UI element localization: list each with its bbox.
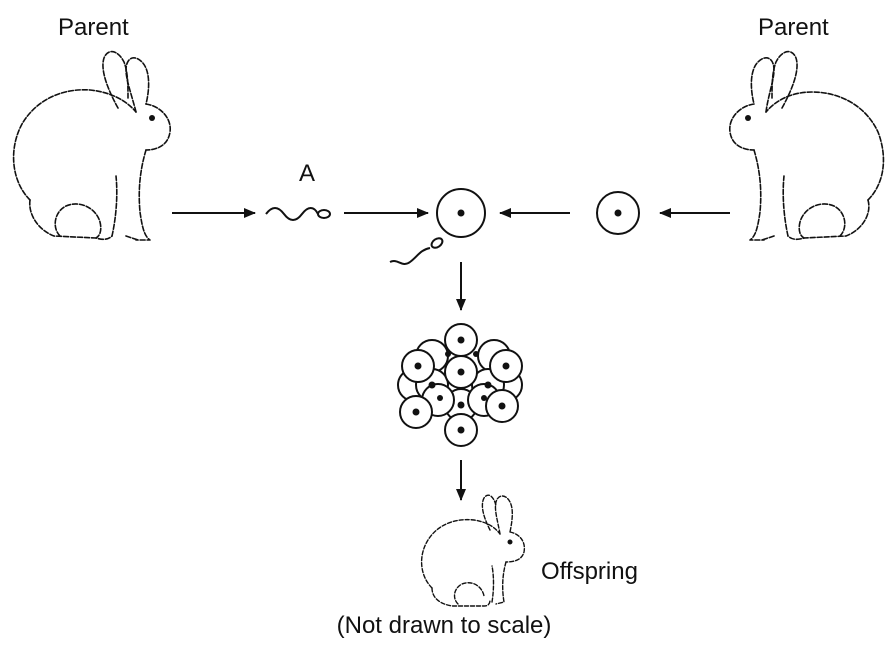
- sperm-label: A: [299, 160, 316, 187]
- fertilized-egg-icon: [389, 188, 486, 265]
- sperm-cell-icon: [265, 207, 331, 221]
- parent-rabbit-left-icon: [12, 50, 171, 241]
- scale-note: (Not drawn to scale): [336, 612, 552, 639]
- parent-right-eye-icon: [745, 115, 751, 121]
- offspring-rabbit-icon: [421, 494, 526, 607]
- parent-right-label: Parent: [758, 14, 829, 41]
- embryo-nuclei: [412, 336, 510, 434]
- offspring-eye-icon: [507, 539, 513, 545]
- parent-left-label: Parent: [58, 14, 129, 41]
- parent-left-eye-icon: [149, 115, 155, 121]
- egg-cell-icon: [596, 191, 640, 235]
- parent-rabbit-right-icon: [729, 50, 885, 241]
- offspring-label: Offspring: [541, 558, 638, 585]
